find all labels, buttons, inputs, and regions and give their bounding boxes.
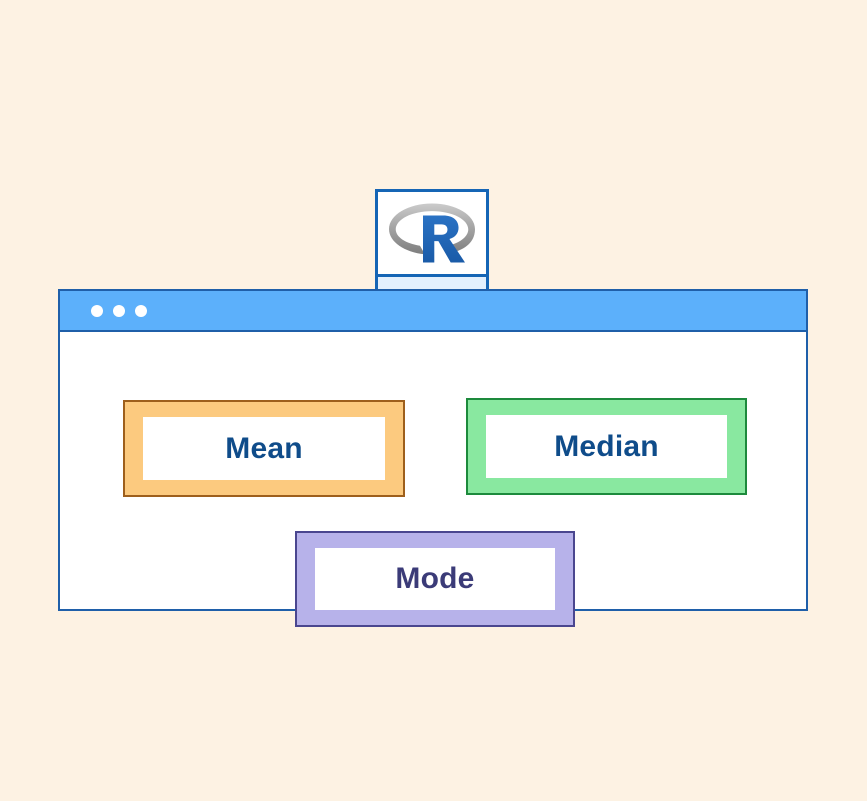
- r-logo-card[interactable]: [375, 189, 489, 293]
- stat-box-mean-inner: Mean: [143, 417, 385, 480]
- browser-window: Mean Median Mode: [58, 289, 808, 627]
- stat-box-mode-inner: Mode: [315, 548, 555, 610]
- r-logo-icon: [389, 203, 475, 263]
- stat-box-mode-label: Mode: [395, 562, 475, 595]
- stat-box-mean-label: Mean: [225, 431, 303, 465]
- stat-box-mode[interactable]: Mode: [295, 531, 575, 627]
- browser-title-bar[interactable]: [60, 291, 806, 332]
- r-logo-card-body: [378, 192, 486, 274]
- stat-box-median[interactable]: Median: [466, 398, 747, 495]
- window-maximize-dot-icon[interactable]: [135, 304, 147, 317]
- r-logo-card-strip: [378, 274, 486, 290]
- browser-content-area: Mean Median Mode: [60, 332, 806, 627]
- stat-box-mean[interactable]: Mean: [123, 400, 405, 497]
- stat-box-median-label: Median: [554, 429, 659, 463]
- window-close-dot-icon[interactable]: [91, 304, 103, 317]
- window-minimize-dot-icon[interactable]: [113, 304, 125, 317]
- stat-box-median-inner: Median: [486, 415, 727, 478]
